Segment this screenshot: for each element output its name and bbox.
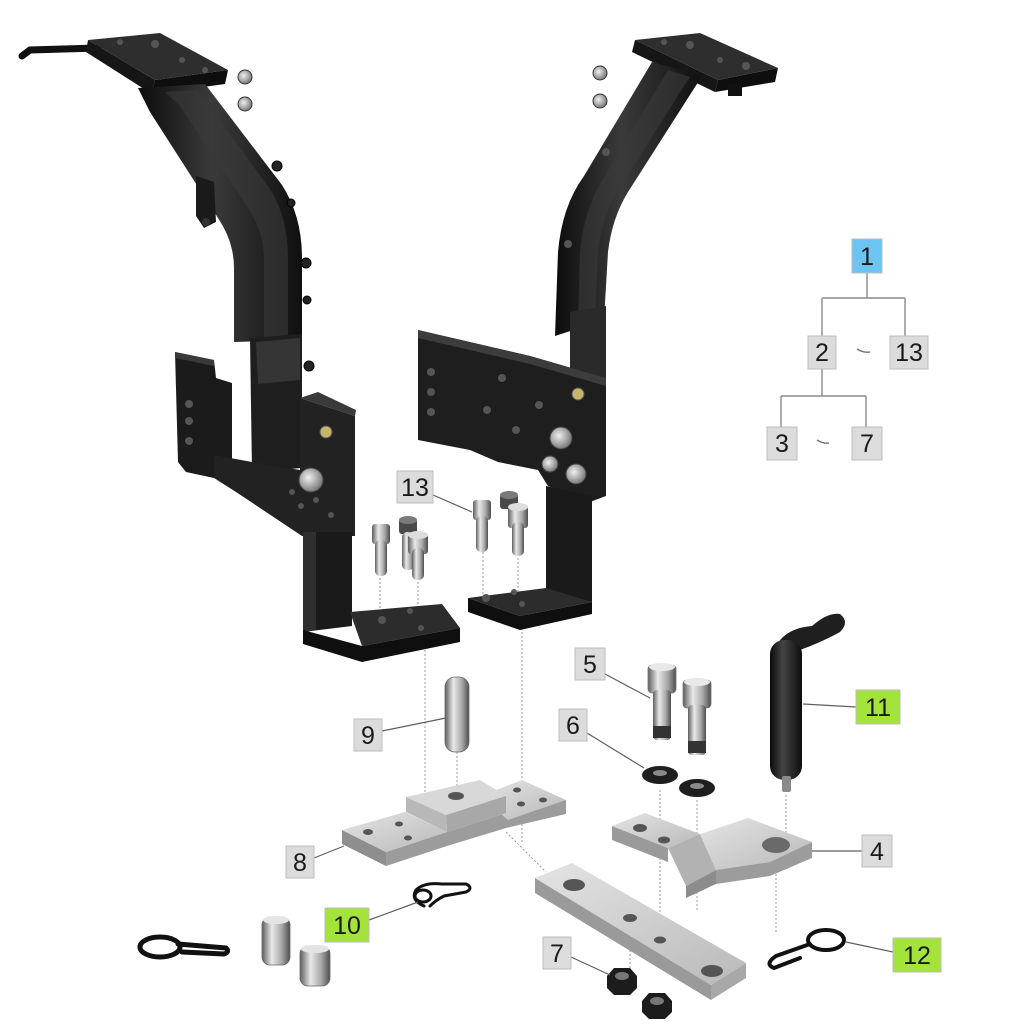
nut-7 <box>607 968 637 995</box>
tree-node-level3-a: 3 <box>766 426 798 461</box>
callout-7: 7 <box>542 936 572 970</box>
svg-text:9: 9 <box>361 722 375 750</box>
tree-node-root: 1 <box>851 238 883 274</box>
left-bracket-tab <box>196 176 216 228</box>
left-bracket-bolt <box>237 69 253 85</box>
svg-text:11: 11 <box>865 694 891 722</box>
left-bracket-side-plate <box>175 352 232 478</box>
callout-11: 11 <box>855 689 901 725</box>
nut-7 <box>642 993 672 1019</box>
assembly-tree: 1 2 13 3 7 <box>766 238 929 461</box>
tree-node-level3-b: 7 <box>851 426 883 461</box>
right-bracket-bolt <box>565 463 587 485</box>
right-mounting-bracket <box>418 33 778 630</box>
callout-9: 9 <box>353 718 383 752</box>
left-bracket-arm <box>138 84 302 342</box>
left-bracket-top-plate-side <box>86 40 155 94</box>
right-bracket-arm <box>555 62 702 336</box>
right-bracket-bolt <box>541 455 559 473</box>
base-plate-8 <box>342 780 566 866</box>
bolt-13 <box>372 524 390 576</box>
bolt-13 <box>473 500 491 552</box>
right-bracket-nut <box>571 387 585 401</box>
leader-lines <box>313 494 894 976</box>
left-mounting-bracket <box>18 33 460 662</box>
tree-branch-level2 <box>780 369 867 427</box>
right-bracket-pivot-bolt <box>549 426 573 450</box>
bushing-cylinder <box>299 945 331 987</box>
tree-node-level2-a: 2 <box>807 335 837 370</box>
callout-4: 4 <box>861 834 893 868</box>
pin-9 <box>444 676 470 753</box>
ring-clip <box>137 934 231 960</box>
svg-text:13: 13 <box>895 339 923 367</box>
left-bracket-rod <box>18 44 102 60</box>
right-bracket-bolt <box>592 65 608 81</box>
bolt-5 <box>682 678 712 755</box>
svg-text:5: 5 <box>583 651 597 679</box>
callout-8: 8 <box>285 845 315 879</box>
svg-text:7: 7 <box>550 940 564 968</box>
bolt-13 <box>508 503 528 556</box>
svg-text:12: 12 <box>903 942 931 970</box>
left-bracket-nut <box>319 425 333 439</box>
svg-text:2: 2 <box>815 339 829 367</box>
svg-text:7: 7 <box>860 430 874 458</box>
tree-link-mark <box>856 348 871 353</box>
offset-bracket-4 <box>612 813 812 898</box>
bolt-5 <box>647 663 677 740</box>
callout-10: 10 <box>324 907 370 943</box>
tree-node-level2-b: 13 <box>889 335 929 370</box>
left-bracket-foot <box>350 604 460 646</box>
cotter-clip-10 <box>412 882 472 908</box>
bolt-set-13-left <box>372 516 428 580</box>
callout-5: 5 <box>574 647 606 681</box>
tree-link-mark <box>816 439 830 444</box>
svg-text:4: 4 <box>870 838 884 866</box>
bolt-13 <box>408 531 428 580</box>
bolt-set-13-right <box>473 491 528 556</box>
callout-12: 12 <box>892 937 942 973</box>
bushing-cylinder <box>261 916 291 966</box>
nut-set-7 <box>607 968 672 1019</box>
right-bracket-mount-plate <box>418 330 606 502</box>
left-bracket-bolt <box>237 96 253 112</box>
right-bracket-top-plate <box>635 33 778 80</box>
right-bracket-bolt <box>592 93 608 109</box>
handle-lever-11 <box>770 613 845 792</box>
svg-text:6: 6 <box>566 712 580 740</box>
tree-branch-root <box>821 273 906 336</box>
washer-6 <box>679 779 715 797</box>
flat-link-bar <box>535 863 746 1000</box>
left-bracket-top-plate <box>88 33 228 80</box>
callout-6: 6 <box>558 708 588 742</box>
callout-13: 13 <box>396 470 434 504</box>
svg-text:3: 3 <box>775 430 789 458</box>
svg-text:8: 8 <box>293 849 307 877</box>
bolt-set-5 <box>647 663 712 755</box>
right-bracket-foot <box>468 588 592 616</box>
spring-clip-12 <box>767 928 846 970</box>
left-bracket-pivot-bolt <box>298 467 324 493</box>
svg-text:1: 1 <box>860 243 874 271</box>
washer-6 <box>642 766 678 784</box>
svg-text:13: 13 <box>401 474 429 502</box>
svg-text:10: 10 <box>333 912 361 940</box>
washer-set-6 <box>642 766 715 797</box>
right-bracket-leg <box>546 486 592 602</box>
